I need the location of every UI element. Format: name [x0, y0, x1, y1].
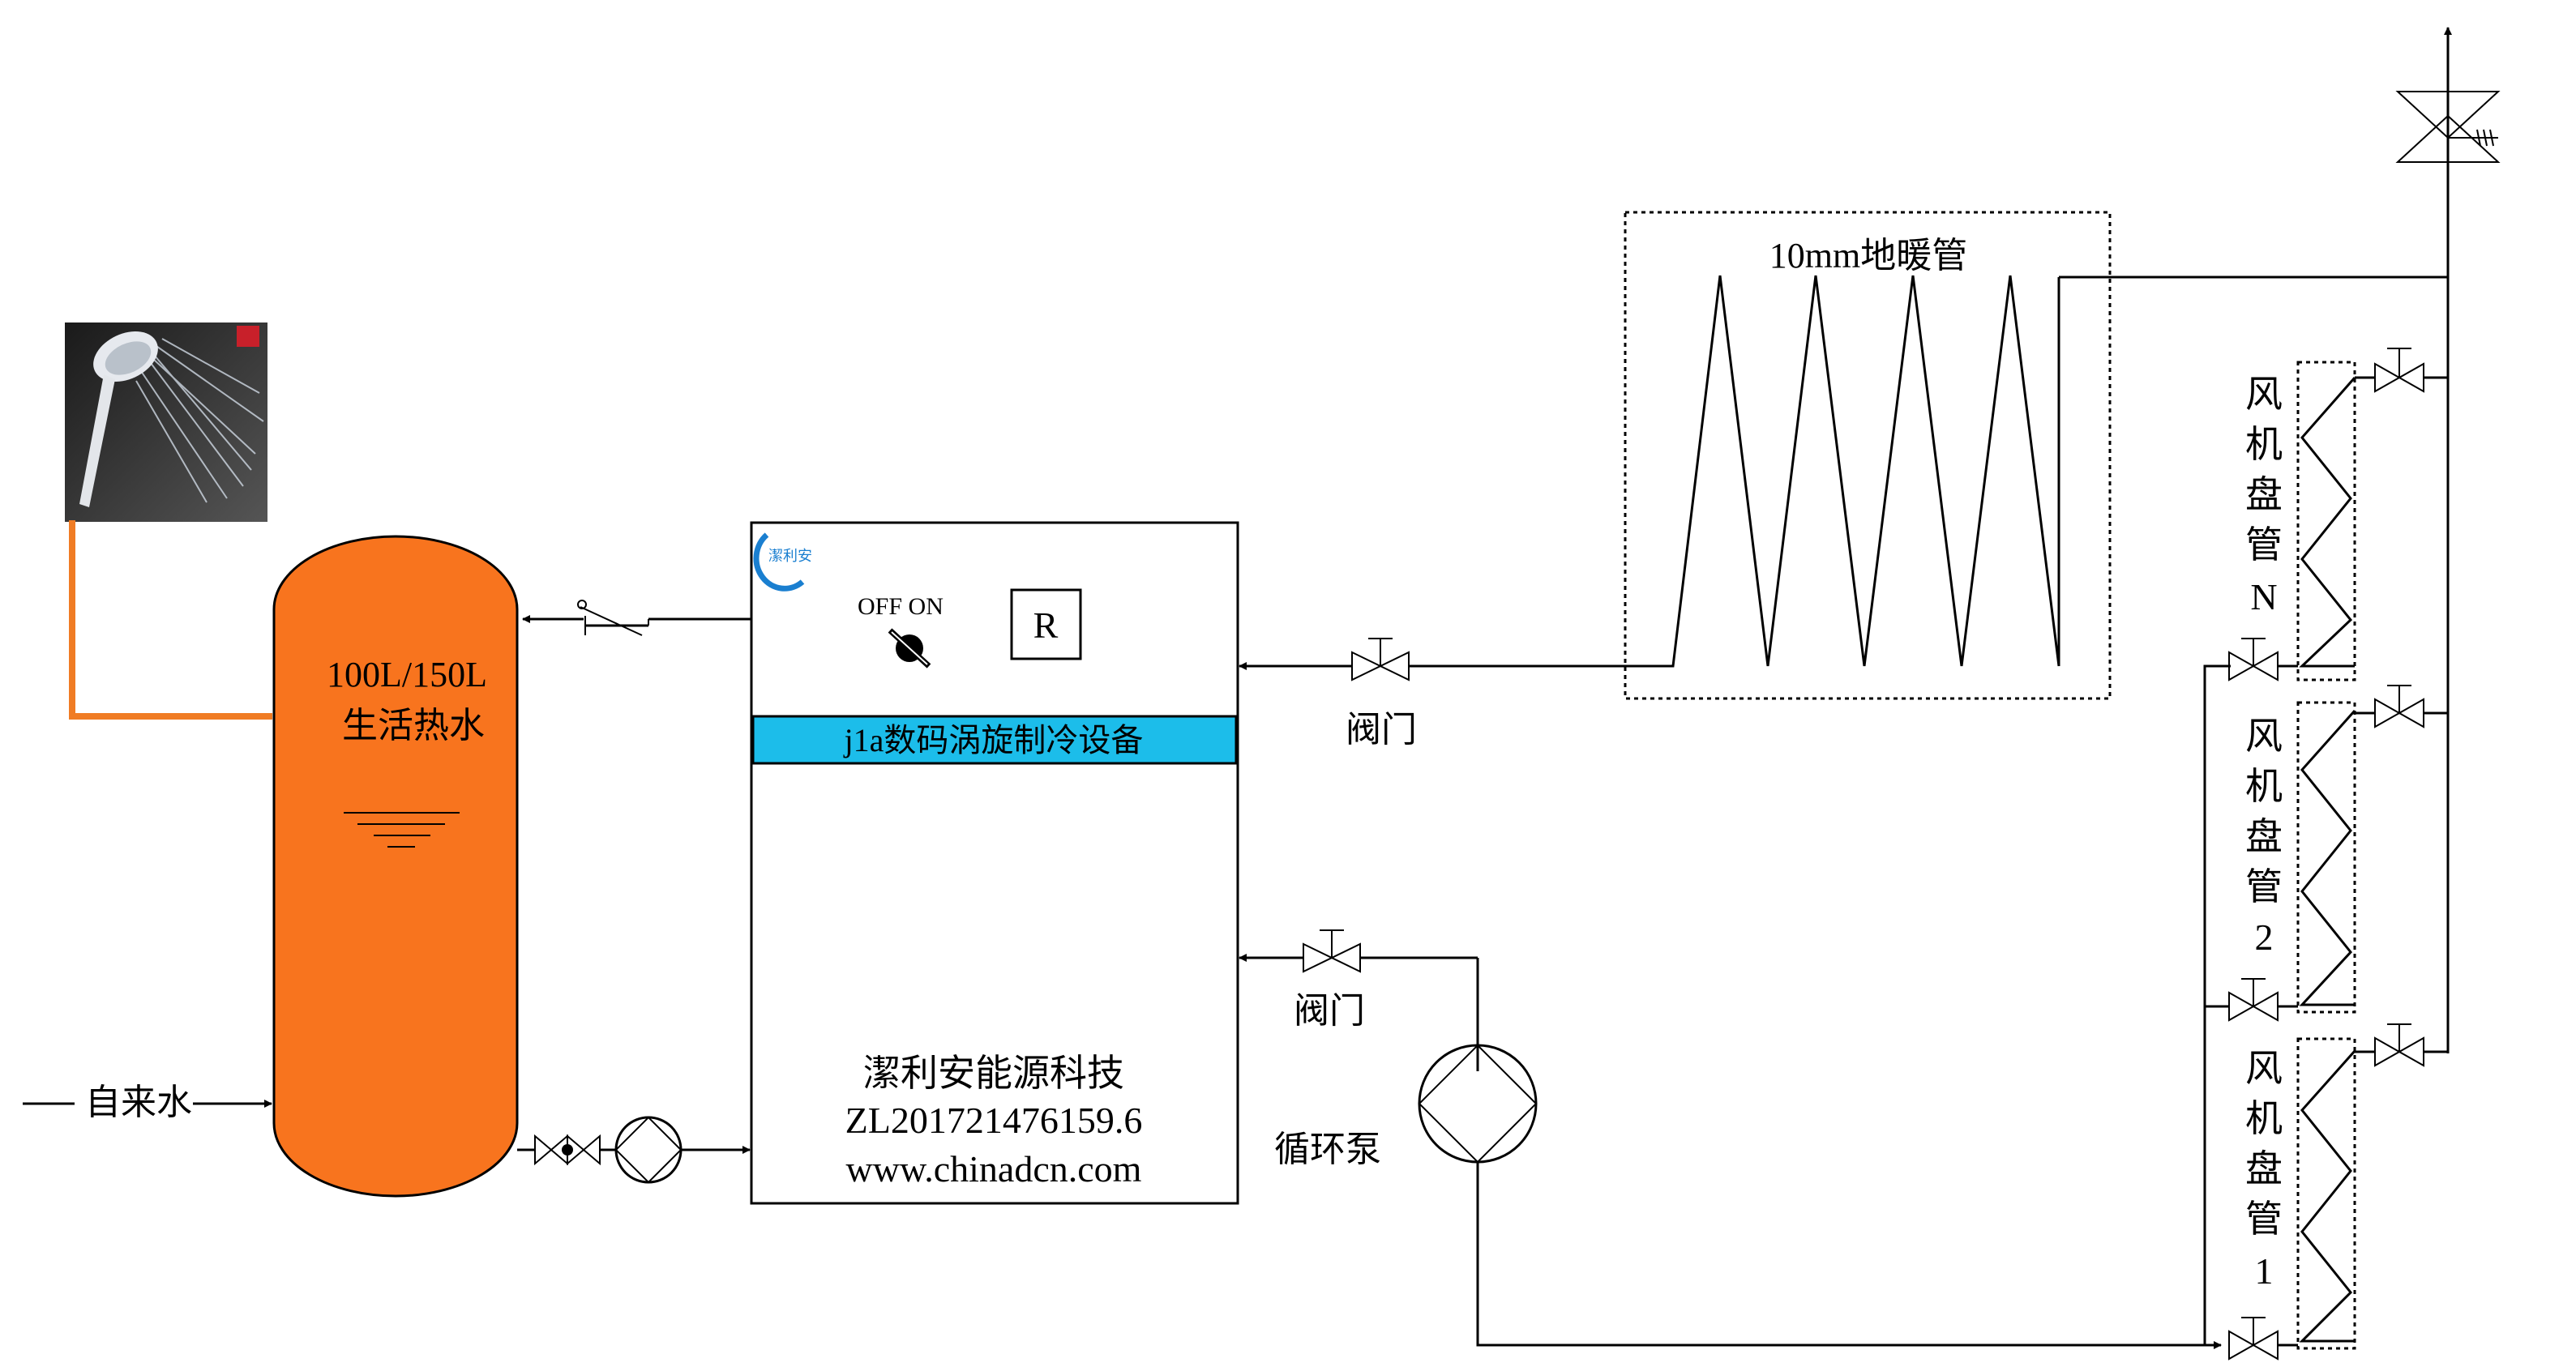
check-valve-icon — [580, 606, 643, 636]
fan-coil-n-char-1: 风 — [2245, 374, 2283, 415]
fan-coil-n-char-5: N — [2250, 576, 2277, 617]
floor-heating-label: 10mm地暖管 — [1769, 236, 1967, 276]
fan-coil-n — [2228, 348, 2448, 681]
lower-supply-line — [1239, 929, 1479, 1071]
unit-title: j1a数码涡旋制冷设备 — [843, 722, 1144, 758]
tank-body — [272, 535, 519, 1198]
lower-valve-label: 阀门 — [1294, 991, 1365, 1031]
water-level-icon — [344, 812, 460, 848]
fan-coil-1-char-4: 管 — [2245, 1198, 2283, 1240]
upper-return-line — [1239, 638, 1625, 681]
tank-capacity: 100L/150L — [327, 655, 487, 694]
fan-coil-n-char-2: 机 — [2245, 424, 2283, 465]
floor-heating-coil: 10mm地暖管 — [1624, 211, 2448, 700]
small-pump-icon — [614, 1116, 683, 1184]
fan-coil-2-char-3: 盘 — [2245, 816, 2283, 857]
power-switch-knob[interactable] — [888, 628, 931, 669]
fan-coil-1 — [2228, 1023, 2448, 1361]
floor-heating-pipe — [1625, 275, 2060, 668]
fan-coil-1-char-5: 1 — [2255, 1250, 2274, 1292]
upper-valve-label: 阀门 — [1346, 710, 1417, 750]
coil-collector-line — [2203, 664, 2231, 1345]
fan-coil-1-char-2: 机 — [2245, 1098, 2283, 1139]
upper-valve-icon — [1351, 638, 1410, 681]
hot-water-tank: 100L/150L 生活热水 — [272, 535, 519, 1198]
reset-button[interactable]: R — [1010, 588, 1082, 660]
pump-label: 循环泵 — [1274, 1130, 1381, 1169]
company-name: 潔利安能源科技 — [863, 1053, 1124, 1094]
inlet-label: 自来水 — [85, 1083, 192, 1122]
heat-pump-unit: j1a数码涡旋制冷设备 潔利安 OFF ON R 潔利安能源科技 ZL20172… — [750, 521, 1239, 1205]
shower-spray — [135, 338, 264, 503]
switch-label: OFF ON — [858, 593, 944, 620]
shower-logo-badge — [237, 326, 259, 347]
hot-water-pipe — [69, 520, 272, 720]
tank-label: 生活热水 — [342, 706, 485, 745]
fan-coil-2-char-5: 2 — [2255, 916, 2274, 958]
unit-logo: 潔利安 — [753, 532, 812, 592]
fan-coil-n-char-4: 管 — [2245, 524, 2283, 566]
lower-valve-icon — [1303, 929, 1361, 973]
fan-coil-2-char-4: 管 — [2245, 866, 2283, 908]
air-vent-valve-icon — [2395, 91, 2501, 163]
fan-coil-1-char-3: 盘 — [2245, 1148, 2283, 1190]
fan-coil-n-char-3: 盘 — [2245, 474, 2283, 515]
unit-logo-text: 潔利安 — [768, 548, 812, 564]
hot-supply-line — [522, 600, 751, 636]
shower-picture — [65, 323, 267, 522]
unit-title-band — [751, 715, 1238, 765]
website: www.chinadcn.com — [846, 1148, 1142, 1190]
fan-coil-2-char-2: 机 — [2245, 766, 2283, 807]
pump-to-coils-line — [1476, 1162, 2211, 1347]
shower-head-icon — [79, 331, 158, 507]
reset-label: R — [1033, 604, 1059, 646]
patent-number: ZL201721476159.6 — [845, 1100, 1143, 1141]
fan-coil-labels: 风 机 盘 管 N 风 机 盘 管 2 风 机 盘 管 1 — [2245, 374, 2283, 1292]
fan-coil-1-char-1: 风 — [2245, 1048, 2283, 1089]
tank-return-line — [517, 1116, 751, 1184]
fan-coil-2 — [2205, 685, 2448, 1022]
fan-coil-2-char-1: 风 — [2245, 716, 2283, 757]
unit-frame — [750, 521, 1239, 1205]
